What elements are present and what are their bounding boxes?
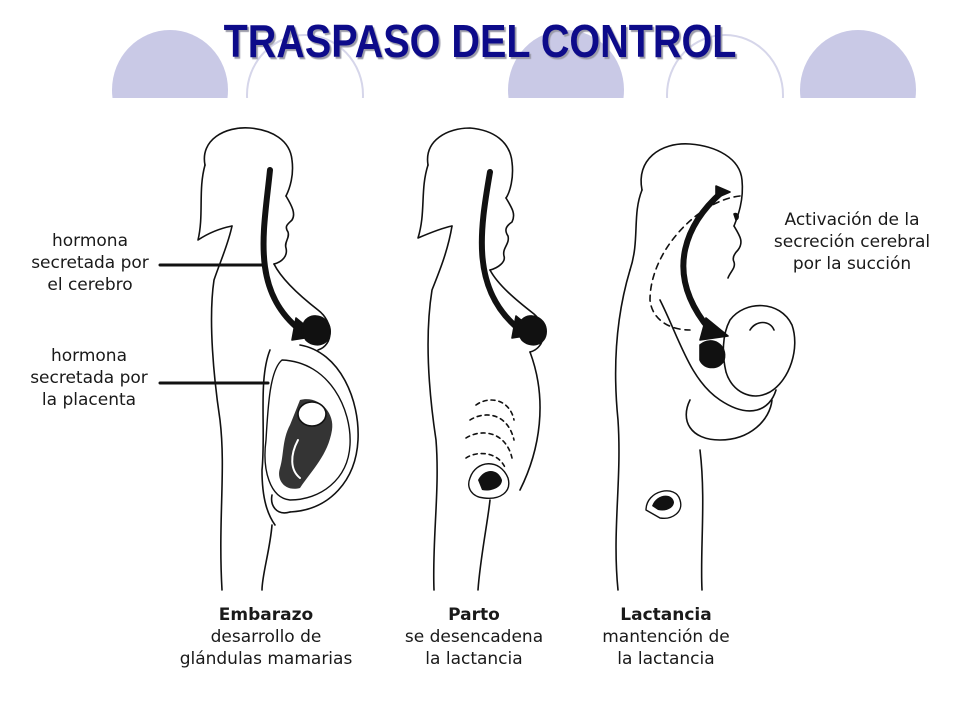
decor-circle-outline <box>246 34 364 98</box>
caption-lactancia: Lactancia mantención de la lactancia <box>556 604 776 670</box>
decor-circle <box>112 30 228 98</box>
birth-woman-figure <box>417 127 547 591</box>
decor-circle <box>800 30 916 98</box>
label-suction-activation: Activación de la secreción cerebral por … <box>773 210 931 274</box>
label-brain-hormone: hormona secretada por el cerebro <box>31 231 149 295</box>
caption-heading: Lactancia <box>620 605 712 625</box>
header-decoration <box>112 30 916 98</box>
caption-heading: Embarazo <box>218 605 314 625</box>
breastfeeding-woman-figure <box>614 143 796 591</box>
pregnant-woman-figure <box>158 127 359 591</box>
decor-circle <box>508 30 624 98</box>
label-placenta-hormone: hormona secretada por la placenta <box>30 346 148 410</box>
caption-embarazo: Embarazo desarrollo de glándulas mamaria… <box>156 604 376 670</box>
caption-parto: Parto se desencadena la lactancia <box>364 604 584 670</box>
decor-circle-outline <box>666 34 784 98</box>
page-title: TRASPASO DEL CONTROL <box>223 15 737 67</box>
caption-heading: Parto <box>448 605 500 625</box>
